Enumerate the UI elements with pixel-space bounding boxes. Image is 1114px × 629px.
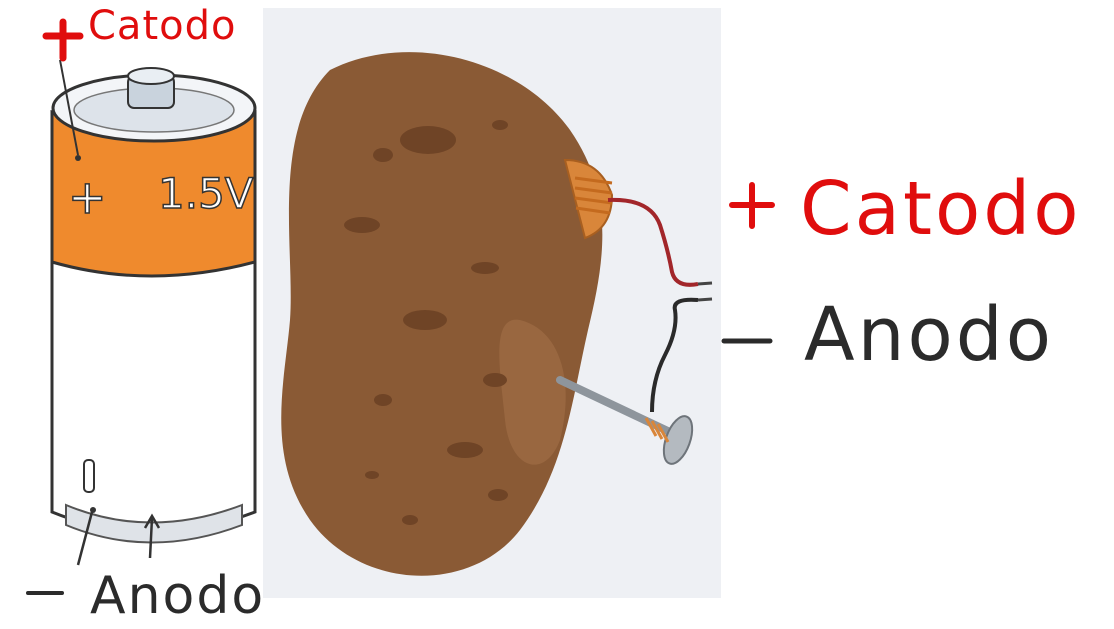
potato-spot [447, 442, 483, 458]
battery-plus-mark: + [68, 170, 107, 224]
battery-catodo-label: Catodo [88, 3, 237, 49]
battery-anodo-label: Anodo [90, 566, 266, 626]
potato-spot [492, 120, 508, 130]
copper-coil [574, 176, 613, 215]
potato-catodo-label: Catodo [800, 166, 1082, 252]
potato [281, 52, 603, 576]
potato-spot [374, 394, 392, 406]
copper-wire-tip [697, 281, 713, 286]
battery-anodo-arrow-left [76, 511, 94, 566]
zinc-electrode [556, 297, 713, 465]
nail-wire-tip [697, 297, 713, 302]
nail-wire [650, 297, 699, 413]
potato-spot [483, 373, 507, 387]
potato-highlight [499, 319, 566, 465]
potato-spot [488, 489, 508, 501]
battery-voltage-label: 1.5V [158, 169, 254, 218]
battery [50, 59, 257, 566]
battery-bottom-rim [65, 503, 243, 544]
nail-head [662, 415, 694, 465]
battery-catodo-pointer [59, 59, 79, 156]
potato-spot [400, 126, 456, 154]
copper-wire [607, 197, 699, 287]
battery-small-mark [83, 459, 95, 493]
potato-spot [344, 217, 380, 233]
potato-spot [373, 148, 393, 162]
potato-spot [403, 310, 447, 330]
potato-catodo-plus [729, 182, 775, 229]
battery-anodo-dot [90, 507, 96, 513]
potato-spot [402, 515, 418, 525]
battery-terminal-top [127, 67, 175, 85]
nail-coil [644, 417, 670, 443]
potato-spot [471, 262, 499, 274]
battery-anodo-arrow-right [143, 513, 161, 559]
battery-catodo-pointer-dot [75, 155, 81, 161]
potato-anodo-label: Anodo [804, 292, 1055, 378]
battery-catodo-plus [42, 18, 84, 62]
potato-spot [365, 471, 379, 479]
copper-electrode [563, 158, 713, 287]
